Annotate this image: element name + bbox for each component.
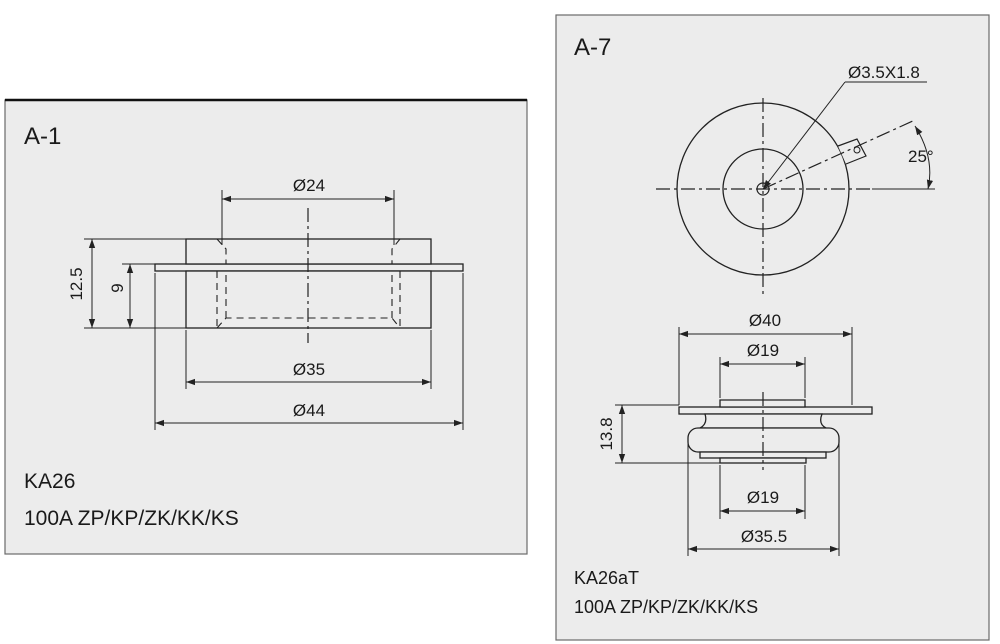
a7-centerline-angled xyxy=(762,119,916,190)
a7-gate-hole xyxy=(853,146,861,154)
panel-a1-title: A-1 xyxy=(24,123,61,150)
a1-inner-diameter-label: Ø24 xyxy=(293,176,325,195)
a1-hidden-bottom xyxy=(216,271,401,329)
a1-dim-outer-diameter: Ø35 xyxy=(185,330,432,389)
a7-gate-hole-label: Ø3.5X1.8 xyxy=(848,63,920,82)
a7-side-view xyxy=(678,392,873,470)
a7-model-label: KA26aT xyxy=(574,568,639,588)
a1-flange xyxy=(154,263,464,272)
panel-a1: A-1 Ø24 Ø35 xyxy=(4,98,528,555)
a7-height-label: 13.8 xyxy=(597,417,616,450)
panel-a7: A-7 Ø3.5X1.8 25° xyxy=(555,14,990,641)
a1-body-height-label: 9 xyxy=(108,283,127,292)
a1-spec-label: 100A ZP/KP/ZK/KK/KS xyxy=(24,507,239,530)
a1-flange-diameter-label: Ø44 xyxy=(293,401,325,420)
a7-dim-gate-angle: 25° xyxy=(872,125,935,190)
a7-flange xyxy=(678,406,873,415)
a7-dim-top-contact: Ø19 xyxy=(719,341,806,398)
a1-dim-inner-diameter: Ø24 xyxy=(221,176,395,245)
a1-dim-flange-diameter: Ø44 xyxy=(154,273,464,430)
a7-bottom-contact-label: Ø19 xyxy=(747,488,779,507)
a7-dim-flange-diameter: Ø40 xyxy=(678,311,853,405)
a1-total-height-label: 12.5 xyxy=(67,267,86,300)
a1-model-label: KA26 xyxy=(24,470,75,493)
a7-gate-angle-label: 25° xyxy=(908,147,934,166)
a7-flange-diameter-label: Ø40 xyxy=(749,311,781,330)
a1-outer-diameter-label: Ø35 xyxy=(293,360,325,379)
a7-body-diameter-label: Ø35.5 xyxy=(741,527,787,546)
a7-dim-body-diameter: Ø35.5 xyxy=(687,440,840,556)
a7-dim-height: 13.8 xyxy=(597,404,720,464)
a1-dim-body-height: 9 xyxy=(108,263,155,329)
a7-top-contact-label: Ø19 xyxy=(747,341,779,360)
a7-spec-label: 100A ZP/KP/ZK/KK/KS xyxy=(574,597,758,617)
panel-a7-title: A-7 xyxy=(574,34,611,61)
a7-dim-gate-hole: Ø3.5X1.8 xyxy=(762,63,927,190)
a1-hidden-top xyxy=(216,238,401,264)
a7-dim-bottom-contact: Ø19 xyxy=(719,465,806,519)
a1-device-drawing xyxy=(154,208,464,343)
